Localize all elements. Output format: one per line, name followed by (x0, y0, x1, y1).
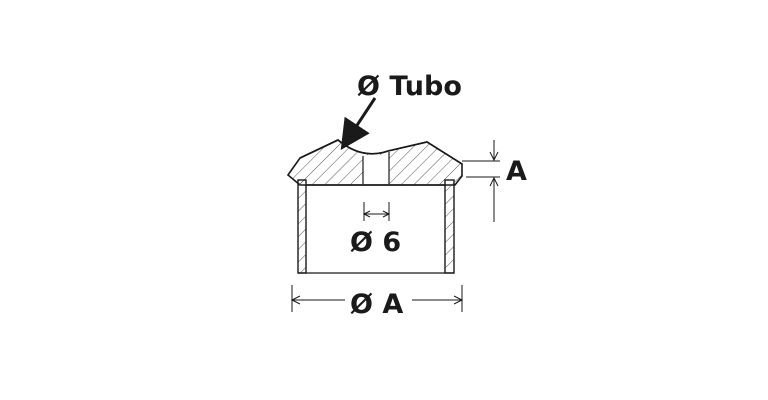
tube-label: Ø Tubo (357, 71, 462, 102)
height-dimension (462, 140, 500, 222)
height-label: A (506, 156, 527, 187)
hole-dimension (362, 202, 391, 221)
body-walls (297, 179, 455, 274)
width-label: Ø A (350, 289, 403, 320)
saddle-cap (286, 139, 463, 186)
tube-leader (340, 97, 377, 151)
hole-label: Ø 6 (350, 227, 401, 258)
width-dimension (290, 285, 464, 312)
